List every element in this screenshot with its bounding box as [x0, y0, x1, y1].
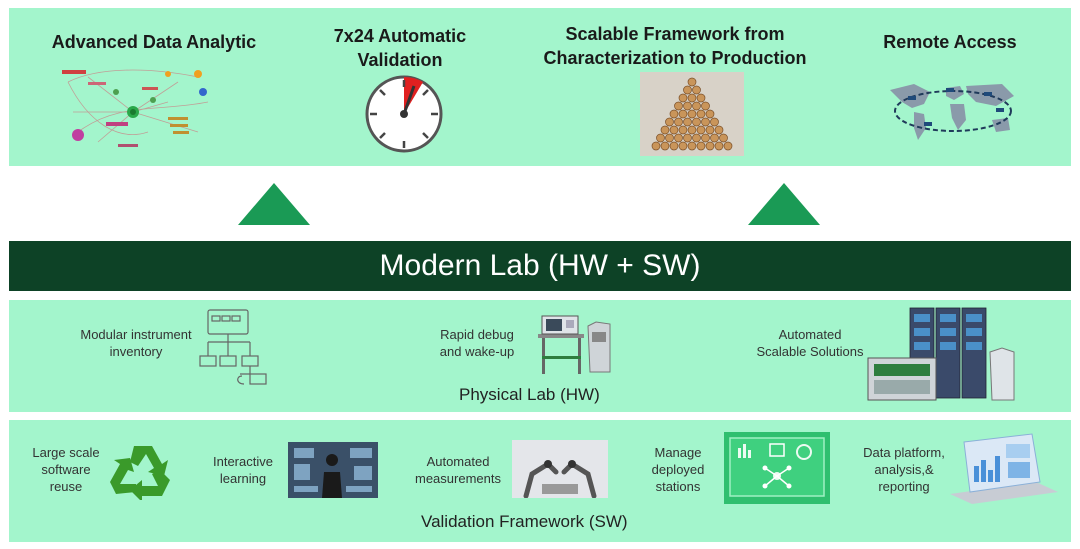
- pyramid-icon: [640, 72, 744, 156]
- interactive-learning-line1: Interactive: [213, 454, 273, 469]
- interactive-learning-line2: learning: [219, 471, 267, 486]
- automatic-validation-title: 7x24 Automatic Validation: [300, 24, 500, 72]
- modern-lab-banner: Modern Lab (HW + SW): [9, 241, 1071, 291]
- interactive-screen-icon: [288, 442, 378, 498]
- software-reuse-text: Large scale software reuse: [26, 444, 106, 495]
- automatic-validation-line1: 7x24 Automatic: [333, 26, 467, 46]
- automated-scalable-line2: Scalable Solutions: [756, 344, 864, 359]
- tablet-dashboard-icon: [950, 433, 1058, 504]
- scalable-framework-line2: Characterization to Production: [543, 48, 807, 68]
- manage-stations-line1: Manage: [654, 445, 702, 460]
- automated-scalable-line1: Automated: [778, 327, 842, 342]
- rapid-debug-text: Rapid debug and wake-up: [432, 326, 522, 360]
- interactive-learning-text: Interactive learning: [204, 453, 282, 487]
- recycle-icon: [110, 446, 170, 500]
- modular-instrument-line1: Modular instrument: [80, 327, 192, 342]
- automated-measurements-line1: Automated: [426, 454, 490, 469]
- software-reuse-line1: Large scale: [32, 445, 100, 460]
- modular-instrument-line2: inventory: [109, 344, 163, 359]
- network-graph-icon: [62, 69, 209, 147]
- scalable-framework-line1: Scalable Framework from: [565, 24, 785, 44]
- rapid-debug-line1: Rapid debug: [440, 327, 514, 342]
- automated-measurements-line2: measurements: [415, 471, 501, 486]
- rapid-debug-line2: and wake-up: [439, 344, 515, 359]
- top-panel: [9, 8, 1071, 166]
- test-bench-icon: [538, 315, 611, 374]
- manage-stations-line3: stations: [655, 479, 701, 494]
- instrument-rack-icon: [867, 307, 1015, 401]
- automatic-validation-line2: Validation: [357, 50, 443, 70]
- stopwatch-icon: [365, 75, 443, 153]
- data-platform-line2: analysis,&: [874, 462, 934, 477]
- modular-hierarchy-icon: [199, 309, 267, 385]
- world-map-icon: [890, 84, 1014, 140]
- automated-scalable-text: Automated Scalable Solutions: [748, 326, 872, 360]
- data-platform-line1: Data platform,: [863, 445, 945, 460]
- data-platform-text: Data platform, analysis,& reporting: [852, 444, 956, 495]
- scalable-framework-title: Scalable Framework from Characterization…: [520, 22, 830, 70]
- remote-access-title: Remote Access: [883, 32, 1017, 52]
- modern-lab-label: Modern Lab (HW + SW): [379, 249, 701, 282]
- software-reuse-line2: software: [41, 462, 91, 477]
- modular-instrument-text: Modular instrument inventory: [62, 326, 210, 360]
- manage-stations-text: Manage deployed stations: [640, 444, 716, 495]
- manage-stations-line2: deployed: [651, 462, 705, 477]
- robot-arms-icon: [512, 440, 608, 498]
- automated-measurements-text: Automated measurements: [410, 453, 506, 487]
- validation-framework-label: Validation Framework (SW): [421, 512, 628, 531]
- advanced-data-analytic-title: Advanced Data Analytic: [51, 32, 257, 52]
- software-reuse-line3: reuse: [49, 479, 83, 494]
- right-up-arrow-icon: [748, 183, 820, 225]
- monitor-dashboard-icon: [724, 432, 830, 504]
- left-up-arrow-icon: [238, 183, 310, 225]
- physical-lab-label: Physical Lab (HW): [459, 385, 600, 404]
- data-platform-line3: reporting: [878, 479, 930, 494]
